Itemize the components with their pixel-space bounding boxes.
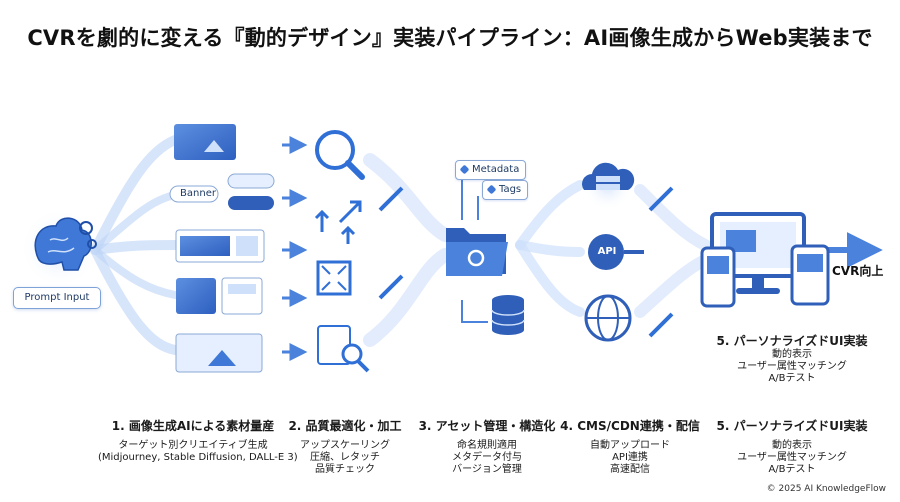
folder-connectors xyxy=(461,176,488,323)
cloud-server-icon xyxy=(582,159,635,211)
step-title: 4. CMS/CDN連携・配信 xyxy=(560,419,700,433)
metadata-label: Metadata xyxy=(472,164,520,175)
magnifier-icon xyxy=(315,130,355,170)
image-card-3 xyxy=(176,278,216,314)
generated-assets xyxy=(169,124,275,373)
flow-streams xyxy=(90,135,711,355)
upscale-arrows-icon xyxy=(314,200,362,244)
metadata-tag: Metadata xyxy=(455,160,527,180)
expand-icon xyxy=(316,260,352,296)
devices-icon xyxy=(700,212,830,308)
brain-icon xyxy=(20,208,100,288)
prompt-input-label: Prompt Input xyxy=(13,287,101,309)
step-line: アップスケーリング xyxy=(300,440,390,451)
database-icon xyxy=(491,295,525,335)
step-line: 命名規則適用 xyxy=(457,440,517,451)
brush-icon xyxy=(378,186,404,212)
copyright-footer: © 2025 AI KnowledgeFlow xyxy=(766,484,886,494)
step-line: 自動アップロード xyxy=(590,440,670,451)
image-card-1 xyxy=(174,124,236,160)
api-label: API xyxy=(597,246,617,257)
tags-tag: Tags xyxy=(482,180,529,200)
tags-label: Tags xyxy=(499,184,522,195)
banner-chip: Banner xyxy=(180,188,216,199)
step-line: ユーザー属性マッチング xyxy=(737,452,847,463)
step-line: メタデータ付与 xyxy=(452,452,522,463)
top-step-line: 動的表示 xyxy=(772,349,812,360)
api-plug-icon xyxy=(588,234,644,270)
step-line: 動的表示 xyxy=(772,440,812,451)
optimize-icons xyxy=(314,130,404,373)
step-line: (Midjourney, Stable Diffusion, DALL-E 3) xyxy=(98,452,298,463)
top-step-line: ユーザー属性マッチング xyxy=(737,361,847,372)
step-line: A/Bテスト xyxy=(768,464,816,475)
step-line: バージョン管理 xyxy=(452,464,522,475)
step-line: ターゲット別クリエイティブ生成 xyxy=(118,440,268,451)
image-card-4 xyxy=(175,333,263,373)
asset-folder-icon xyxy=(446,228,508,276)
step-2-caption: 2. 品質最適化・加工 アップスケーリング 圧縮、レタッチ 品質チェック xyxy=(285,417,405,476)
cvr-up-label: CVR向上 xyxy=(832,264,884,278)
step-title: 2. 品質最適化・加工 xyxy=(288,419,402,433)
page-title: CVRを劇的に変える『動的デザイン』実装パイプライン：AI画像生成からWeb実装… xyxy=(27,26,873,50)
top-step-caption: 5. パーソナライズドUI実装 動的表示 ユーザー属性マッチング A/Bテスト xyxy=(712,332,872,385)
step-line: API連携 xyxy=(612,452,648,463)
step-3-caption: 3. アセット管理・構造化 命名規則適用 メタデータ付与 バージョン管理 xyxy=(417,417,557,476)
step-4-caption: 4. CMS/CDN連携・配信 自動アップロード API連携 高速配信 xyxy=(560,417,700,476)
step-line: 圧縮、レタッチ xyxy=(310,452,380,463)
step-title: 5. パーソナライズドUI実装 xyxy=(716,419,868,433)
step-line: 品質チェック xyxy=(315,464,375,475)
step-1-caption: 1. 画像生成AIによる素材量産 ターゲット別クリエイティブ生成 (Midjou… xyxy=(98,417,298,464)
top-step-line: A/Bテスト xyxy=(768,373,816,384)
globe-icon xyxy=(584,294,632,342)
step-line: 高速配信 xyxy=(610,464,650,475)
step-title: 1. 画像生成AIによる素材量産 xyxy=(111,419,275,433)
step-title: 3. アセット管理・構造化 xyxy=(418,419,556,433)
step-5-caption: 5. パーソナライズドUI実装 動的表示 ユーザー属性マッチング A/Bテスト xyxy=(712,417,872,476)
top-step-title: 5. パーソナライズドUI実装 xyxy=(716,334,868,348)
